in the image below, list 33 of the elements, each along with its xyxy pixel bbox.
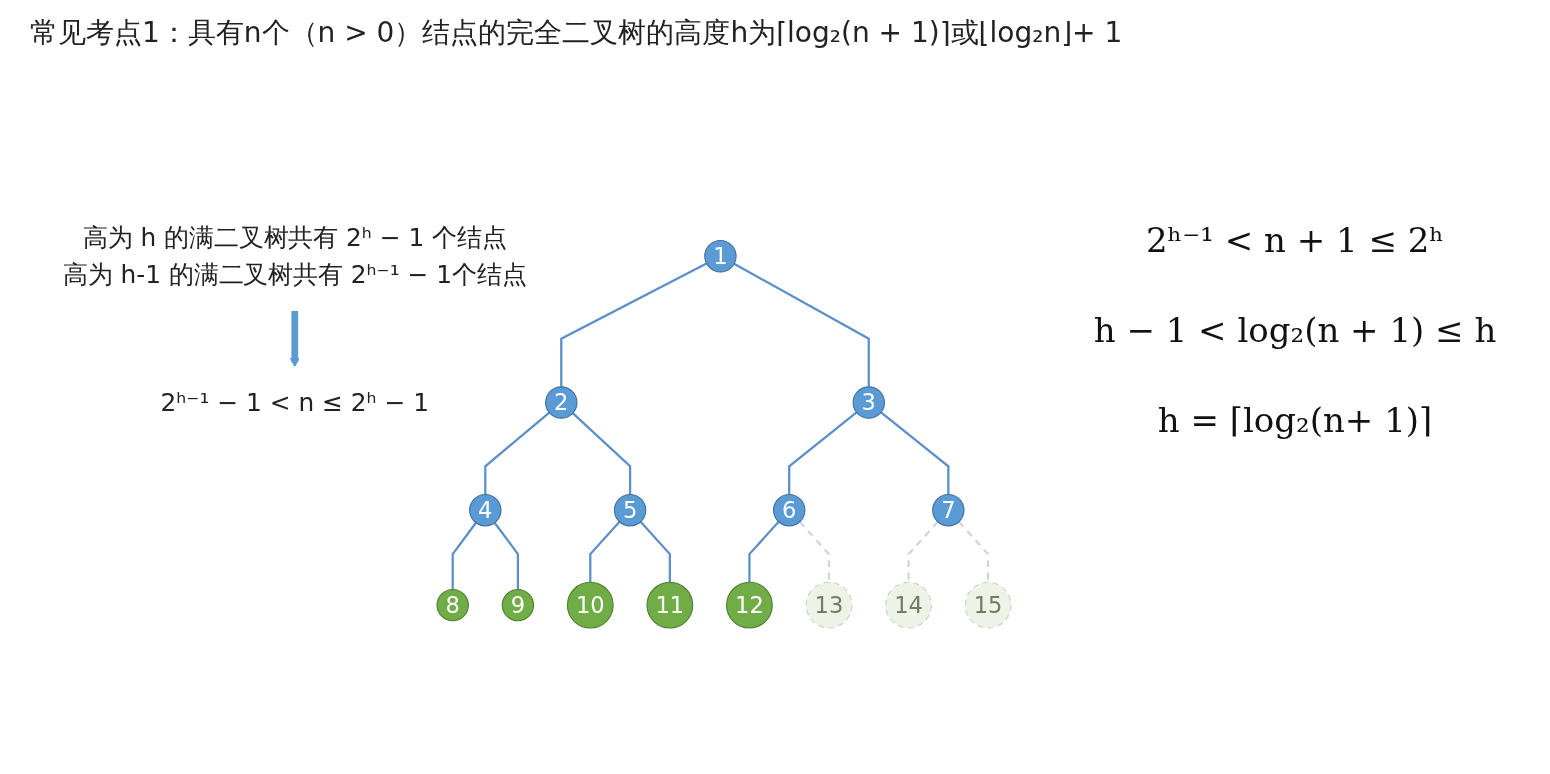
- node-circle: 13: [805, 581, 853, 629]
- arrow: [289, 310, 300, 368]
- formula-text: h = ⌈log₂(n+ 1)⌉: [1156, 400, 1434, 440]
- connector: [560, 262, 708, 387]
- node-circle: 4: [469, 493, 502, 527]
- node-circle: 7: [932, 493, 965, 527]
- node-circle: 3: [852, 386, 885, 419]
- node-text: 2ʰ⁻¹ − 1 < n ≤ 2ʰ − 1: [160, 388, 430, 417]
- connector: [639, 521, 671, 583]
- connector: [733, 262, 870, 387]
- connector: [589, 521, 621, 583]
- node-circle: 14: [885, 581, 932, 629]
- node-circle: 8: [436, 588, 469, 622]
- connector: [493, 522, 520, 590]
- formula-text: h − 1 < log₂(n + 1) ≤ h: [1092, 310, 1498, 350]
- node-circle: 1: [704, 240, 737, 273]
- connector: [788, 411, 858, 495]
- connector: [484, 411, 550, 495]
- node-circle: 12: [726, 581, 773, 629]
- connector: [572, 412, 632, 495]
- node-circle: 11: [646, 581, 694, 629]
- node-text: 高为 h 的满二叉树共有 2ʰ − 1 个结点 高为 h-1 的满二叉树共有 2ʰ⁻¹ − 1个结点: [62, 223, 527, 289]
- node-circle: 2: [545, 386, 578, 419]
- connector: [880, 411, 950, 495]
- node-circle: 15: [964, 581, 1012, 629]
- node-circle: 10: [566, 581, 614, 629]
- formula-text: 2ʰ⁻¹ < n + 1 ≤ 2ʰ: [1144, 220, 1446, 260]
- title: 常见考点1：具有n个（n > 0）结点的完全二叉树的高度h为⌈log₂(n + 1)⌉或⌊log₂n⌋+ 1: [30, 15, 1123, 51]
- node-circle: 5: [613, 493, 647, 527]
- node-circle: 9: [501, 588, 535, 622]
- node-circle: 6: [773, 493, 806, 527]
- connector: [451, 522, 477, 590]
- connector: [748, 521, 780, 583]
